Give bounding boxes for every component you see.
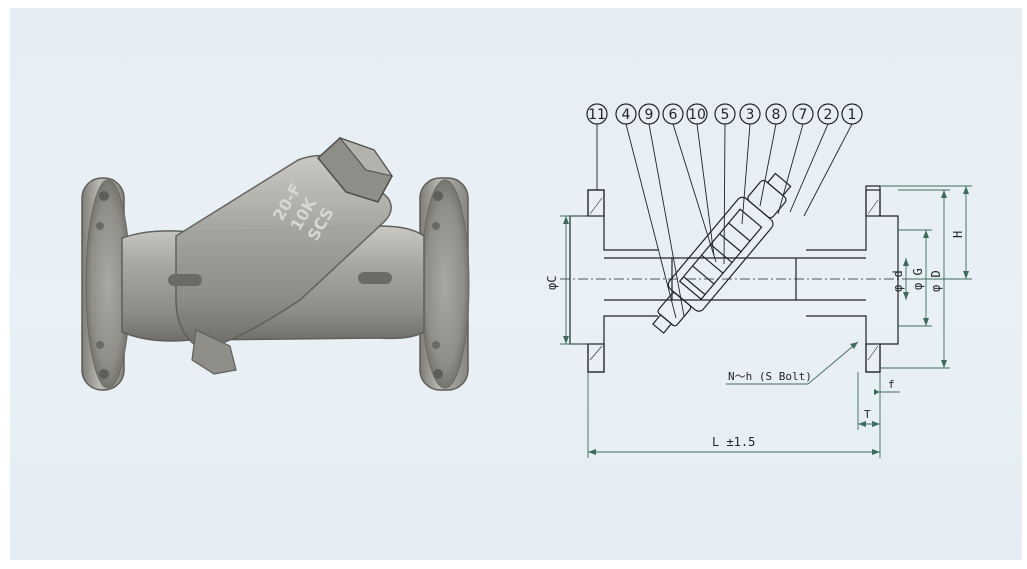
side-slot — [358, 272, 392, 284]
right-flange-top-lip — [865, 189, 881, 217]
hex-cap — [316, 136, 394, 203]
flange-outline-right-top — [806, 185, 880, 251]
callout-label-4: 4 — [622, 107, 631, 123]
callout-3: 3 — [739, 103, 761, 125]
left-flange-bottom-lip — [587, 343, 605, 373]
flange-outline-left-top — [588, 189, 658, 251]
bolt-hole — [432, 341, 440, 349]
bolt-hole — [96, 341, 104, 349]
callout-2: 2 — [817, 103, 839, 125]
dim-label-D: φ D — [929, 270, 943, 292]
right-flange-bottom-lip — [865, 343, 881, 373]
section-hatch — [589, 197, 879, 361]
callout-4: 4 — [615, 103, 637, 125]
callout-label-9: 9 — [645, 107, 654, 123]
screen-assembly — [652, 172, 792, 334]
bolt-hole — [96, 222, 104, 230]
bolt-hole — [99, 369, 109, 379]
callout-label-6: 6 — [669, 107, 678, 123]
callout-label-5: 5 — [721, 107, 730, 123]
callout-label-7: 7 — [799, 107, 808, 123]
dimension-lines — [560, 185, 972, 458]
dim-label-bolt: N〜h (S Bolt) — [728, 370, 812, 383]
callout-10: 10 — [686, 103, 708, 125]
strainer-body: 20-F 10K SCS — [121, 136, 425, 375]
leader-lines — [596, 123, 853, 319]
callout-5: 5 — [714, 103, 736, 125]
arrowheads — [563, 186, 969, 455]
dim-label-L: L ±1.5 — [712, 435, 755, 449]
bolt-hole — [432, 222, 440, 230]
dim-label-H: H — [951, 231, 965, 238]
callout-8: 8 — [765, 103, 787, 125]
dim-label-C: φC — [545, 276, 559, 290]
dim-label-d: φ d — [891, 270, 905, 292]
bolt-hole — [433, 191, 443, 201]
dim-label-T: T — [864, 408, 871, 421]
callout-label-3: 3 — [746, 107, 755, 123]
dim-label-f: f — [888, 378, 895, 391]
bolt-hole — [99, 191, 109, 201]
callout-row: 11 4 9 6 10 5 — [586, 103, 863, 125]
left-flange-top-lip — [587, 189, 605, 217]
dim-label-G: φ G — [911, 268, 925, 290]
bolt-hole — [433, 369, 443, 379]
callout-9: 9 — [638, 103, 660, 125]
flange-outline-left — [569, 190, 658, 373]
callout-label-11: 11 — [588, 107, 606, 123]
callout-7: 7 — [792, 103, 814, 125]
callout-6: 6 — [662, 103, 684, 125]
callout-label-10: 10 — [688, 107, 706, 123]
callout-label-8: 8 — [772, 107, 781, 123]
callout-1: 1 — [841, 103, 863, 125]
side-slot — [168, 274, 202, 286]
callout-label-1: 1 — [848, 107, 857, 123]
callout-label-2: 2 — [824, 107, 833, 123]
callout-11: 11 — [586, 103, 608, 125]
